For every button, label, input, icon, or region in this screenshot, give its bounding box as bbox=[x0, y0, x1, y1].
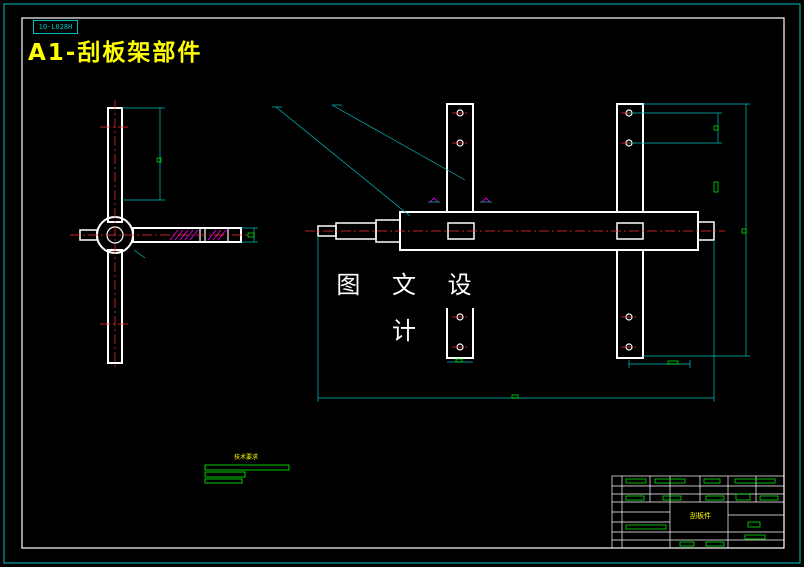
mounting-holes bbox=[456, 109, 633, 351]
drawing-number-tag: 10-L028H bbox=[33, 20, 78, 34]
side-view-centerlines bbox=[70, 100, 250, 370]
title-block-part-name: 刮板件 bbox=[690, 512, 711, 520]
drawing-title: A1-刮板架部件 bbox=[28, 40, 203, 66]
outer-frame bbox=[3, 3, 801, 564]
technical-notes bbox=[204, 464, 290, 484]
title-block bbox=[611, 475, 785, 549]
notes-heading: 技术要求 bbox=[234, 454, 259, 461]
title-block-entries bbox=[625, 478, 779, 547]
front-view-dimensions bbox=[272, 103, 750, 402]
front-view-centerlines bbox=[305, 112, 725, 348]
watermark-text: 图 文 设 计 bbox=[320, 262, 500, 345]
weld-symbols bbox=[429, 197, 491, 203]
side-view-dimensions bbox=[122, 107, 258, 259]
inner-frame bbox=[21, 17, 785, 549]
